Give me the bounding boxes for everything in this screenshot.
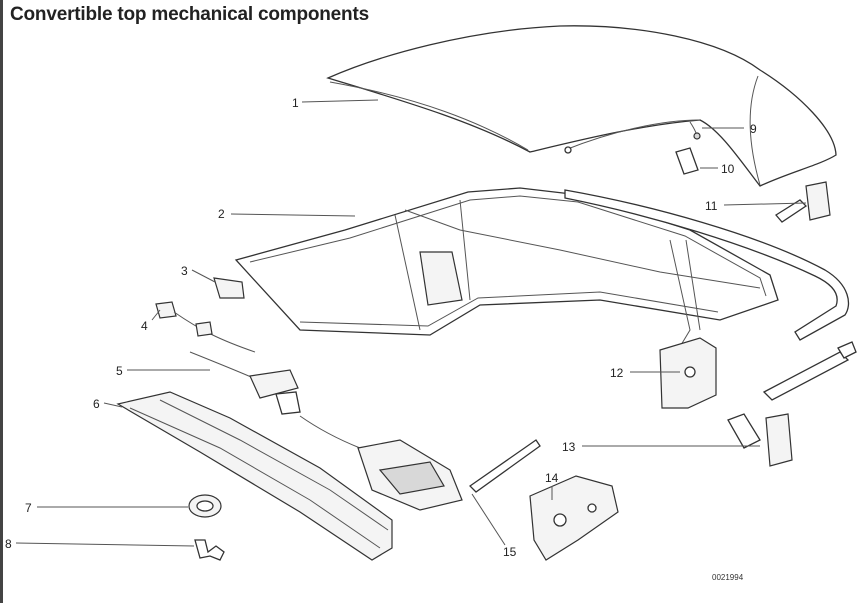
part-hydraulic-unit <box>299 415 541 511</box>
callout-2: 2 <box>218 207 225 221</box>
part-bracket-13 <box>727 413 793 467</box>
part-rail-6 <box>116 391 393 561</box>
callout-1: 1 <box>292 96 299 110</box>
callout-14: 14 <box>545 471 559 485</box>
callout-8: 8 <box>5 537 12 551</box>
part-grommet-7 <box>188 494 222 518</box>
part-seal-strip <box>564 189 849 341</box>
leader-8 <box>15 542 195 547</box>
part-bracket-11 <box>775 181 831 223</box>
callout-11: 11 <box>705 199 718 213</box>
part-bracket-14 <box>529 475 619 561</box>
leader-15 <box>471 493 506 546</box>
callout-7: 7 <box>25 501 32 515</box>
callout-labels: 1 2 3 4 5 6 7 8 9 10 11 12 13 14 15 <box>5 96 757 559</box>
drawing-code: 0021994 <box>712 573 744 582</box>
leader-6 <box>103 402 123 408</box>
part-soft-top <box>326 25 837 187</box>
callout-12: 12 <box>610 366 624 380</box>
part-motor-5 <box>189 351 301 415</box>
callout-9: 9 <box>750 122 757 136</box>
leader-1 <box>301 99 379 103</box>
leader-4 <box>151 309 161 321</box>
part-plug <box>675 147 699 175</box>
callout-13: 13 <box>562 440 576 454</box>
part-clip-3 <box>213 277 245 299</box>
diagram-title: Convertible top mechanical components <box>10 4 369 25</box>
part-cable <box>689 121 701 140</box>
callout-5: 5 <box>116 364 123 378</box>
left-border <box>0 0 3 603</box>
callout-4: 4 <box>141 319 148 333</box>
part-switch-4 <box>155 301 256 353</box>
callout-10: 10 <box>721 162 735 176</box>
callout-6: 6 <box>93 397 100 411</box>
leader-3 <box>191 269 216 283</box>
part-top-frame <box>234 187 779 361</box>
part-hinge-bracket <box>659 337 857 409</box>
callout-3: 3 <box>181 264 188 278</box>
part-clip-8 <box>194 539 225 561</box>
leader-2 <box>230 213 356 217</box>
leader-lines <box>15 99 807 547</box>
leader-11 <box>723 202 807 206</box>
callout-15: 15 <box>503 545 517 559</box>
